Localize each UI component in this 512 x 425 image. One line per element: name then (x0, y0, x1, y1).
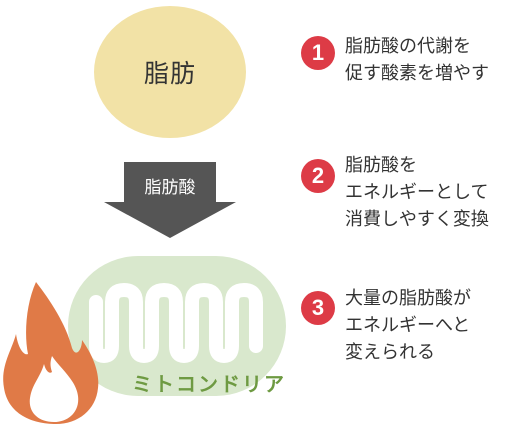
step-1-badge: 1 (301, 36, 335, 70)
step-1-line-2: 促す酸素を増やす (345, 63, 489, 84)
fat-label: 脂肪 (143, 59, 196, 88)
step-3-text: 大量の脂肪酸が エネルギーへと 変えられる (345, 285, 471, 366)
flame-icon (3, 282, 99, 424)
mitochondria-cristae (89, 283, 263, 363)
fat-circle: 脂肪 (94, 6, 246, 138)
step-1-line-1: 脂肪酸の代謝を (345, 36, 471, 57)
step-1-text: 脂肪酸の代謝を 促す酸素を増やす (345, 33, 489, 87)
step-3-line-3: 変えられる (345, 342, 435, 363)
step-2-text: 脂肪酸を エネルギーとして 消費しやすく変換 (345, 152, 489, 233)
mitochondria-label: ミトコンドリア (132, 372, 286, 396)
mitochondria-illustration (3, 256, 286, 424)
down-arrow (104, 162, 236, 238)
step-2-line-1: 脂肪酸を (345, 155, 417, 176)
step-2-line-2: エネルギーとして (345, 182, 489, 203)
step-2-badge: 2 (301, 159, 335, 193)
fatty-acid-arrow-label: 脂肪酸 (144, 177, 196, 198)
step-3-line-1: 大量の脂肪酸が (345, 288, 471, 309)
step-3-line-2: エネルギーへと (345, 315, 471, 336)
step-2-line-3: 消費しやすく変換 (345, 209, 489, 230)
step-3-badge: 3 (301, 291, 335, 325)
